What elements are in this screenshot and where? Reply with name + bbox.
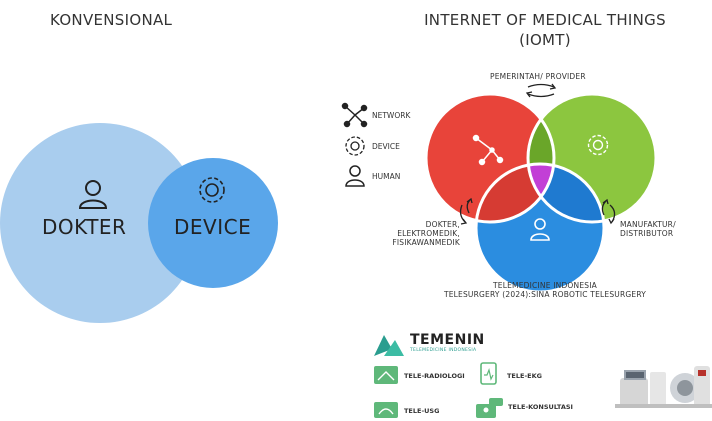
iomt-title-line2: (IOMT) [519,31,571,49]
device-gear-icon-left [199,177,225,203]
bottom-caption: TELEMEDICINE INDONESIA TELESURGERY (2024… [400,281,690,299]
right-label-line1: MANUFAKTUR/ [620,220,676,229]
iomt-title: INTERNET OF MEDICAL THINGS (IOMT) [395,10,695,50]
legend-human-label: HUMAN [372,172,401,181]
konvensional-title: KONVENSIONAL [50,11,173,29]
right-label-line2: DISTRIBUTOR [620,229,674,238]
brand-subtitle: TELEMEDICINE INDONESIA [410,348,477,353]
iomt-title-line1: INTERNET OF MEDICAL THINGS [424,11,666,29]
top-stakeholder-label: PEMERINTAH/ PROVIDER [490,72,586,81]
right-stakeholder-label: MANUFAKTUR/ DISTRIBUTOR [620,220,676,238]
left-label-line3: FISIKAWANMEDIK [392,238,460,247]
device-circle [148,158,278,288]
ultrasound-icon [374,402,398,418]
service-tele-radiologi: TELE-RADIOLOGI [404,372,465,380]
xray-icon [374,366,398,384]
dokter-circle [0,123,200,323]
overlap-device-human [528,164,604,222]
left-label-line2: ELEKTROMEDIK, [397,229,460,238]
service-tele-konsultasi: TELE-KONSULTASI [508,403,573,411]
legend-network-label: NETWORK [372,111,411,120]
legend-device-icon [345,136,365,156]
ekg-clipboard-icon [480,362,497,385]
human-icon-venn [530,218,550,241]
legend-network: NETWORK [372,111,410,120]
legend-device-label: DEVICE [372,142,400,151]
device-label: DEVICE [174,215,252,239]
gear-icon-venn [587,134,609,156]
legend-network-icon [341,102,368,128]
top-cycle-arrow [525,83,557,98]
temenin-logo-mark [374,335,404,356]
left-stakeholder-label: DOKTER, ELEKTROMEDIK, FISIKAWANMEDIK [388,220,460,247]
legend-device: DEVICE [372,142,400,151]
bottom-caption-line2: TELESURGERY (2024):SINA ROBOTIC TELESURG… [443,290,647,299]
overlap-network-human [476,164,554,222]
dokter-label: DOKTER [42,215,127,239]
legend-human-icon [345,165,365,187]
right-cycle-arrow [601,198,616,225]
service-tele-ekg: TELE-EKG [507,372,542,380]
dokter-person-icon [78,180,108,209]
consultation-icon [476,398,503,418]
service-tele-usg: TELE-USG [404,407,440,415]
temenin-brand: TEMENIN TELEMEDICINE INDONESIA [410,332,485,353]
network-icon-venn [472,134,504,166]
brand-name: TEMENIN [410,332,485,348]
bottom-caption-line1: TELEMEDICINE INDONESIA [493,281,597,290]
left-label-line1: DOKTER, [425,220,460,229]
robotic-surgery-illustration [615,366,712,408]
left-cycle-arrow [459,197,473,225]
legend-human: HUMAN [372,172,400,181]
